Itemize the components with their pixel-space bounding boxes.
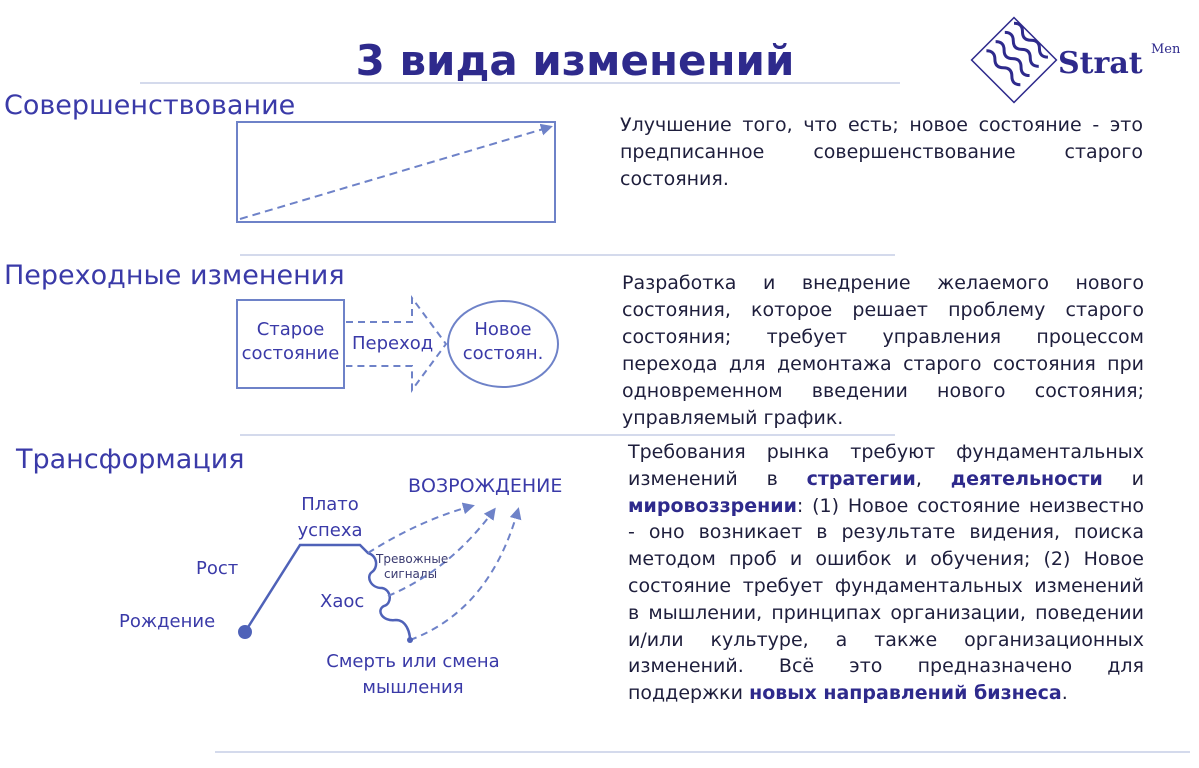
description-improvement: Улучшение того, что есть; новое состояни… (620, 114, 1143, 190)
rebirth-arrow-2 (387, 507, 496, 597)
transition-label: Переход (352, 333, 434, 354)
alarm-signals-label: Тревожные сигналы (376, 552, 449, 581)
new-state-ellipse (447, 300, 559, 388)
life-cycle-line (243, 543, 412, 641)
old-state-label: Старое состояние (241, 319, 340, 364)
improvement-box (236, 121, 556, 223)
rebirth-arrow-1 (367, 502, 475, 554)
logo-superscript: Men (1151, 42, 1181, 57)
death-point (407, 637, 413, 643)
rebirth-label: ВОЗРОЖДЕНИЕ (408, 475, 563, 497)
heading-transformation: Трансформация (16, 444, 245, 475)
page-title: 3 вида изменений (355, 36, 795, 85)
worldview-keyword: мировоззрении (628, 494, 797, 517)
heading-improvement: Совершенствование (4, 90, 296, 121)
description-transition: Разработка и внедрение желаемого нового … (622, 272, 1144, 429)
description-transformation: Требования рынка требуют фундаментальных… (628, 441, 1144, 705)
old-state-box (236, 299, 345, 389)
transition-block-arrow (346, 294, 448, 394)
plateau-label: Плато успеха (297, 494, 363, 541)
new-state-label: Новое состоян. (462, 319, 544, 364)
death-label: Смерть или смена мышления (326, 651, 500, 698)
stratmen-logo: Strat Men (968, 14, 1183, 106)
chaos-label: Хаос (320, 591, 365, 612)
birth-label: Рождение (119, 611, 216, 632)
logo-name: Strat (1058, 46, 1143, 81)
heading-transition: Переходные изменения (4, 260, 345, 291)
activity-keyword: деятельности (950, 467, 1103, 490)
improvement-arrow (239, 123, 553, 220)
strategy-keyword: стратегии (806, 467, 916, 490)
new-directions-keyword: новых направлений бизнеса (749, 682, 1062, 705)
growth-label: Рост (196, 558, 239, 579)
logo-emblem-icon (970, 16, 1058, 104)
